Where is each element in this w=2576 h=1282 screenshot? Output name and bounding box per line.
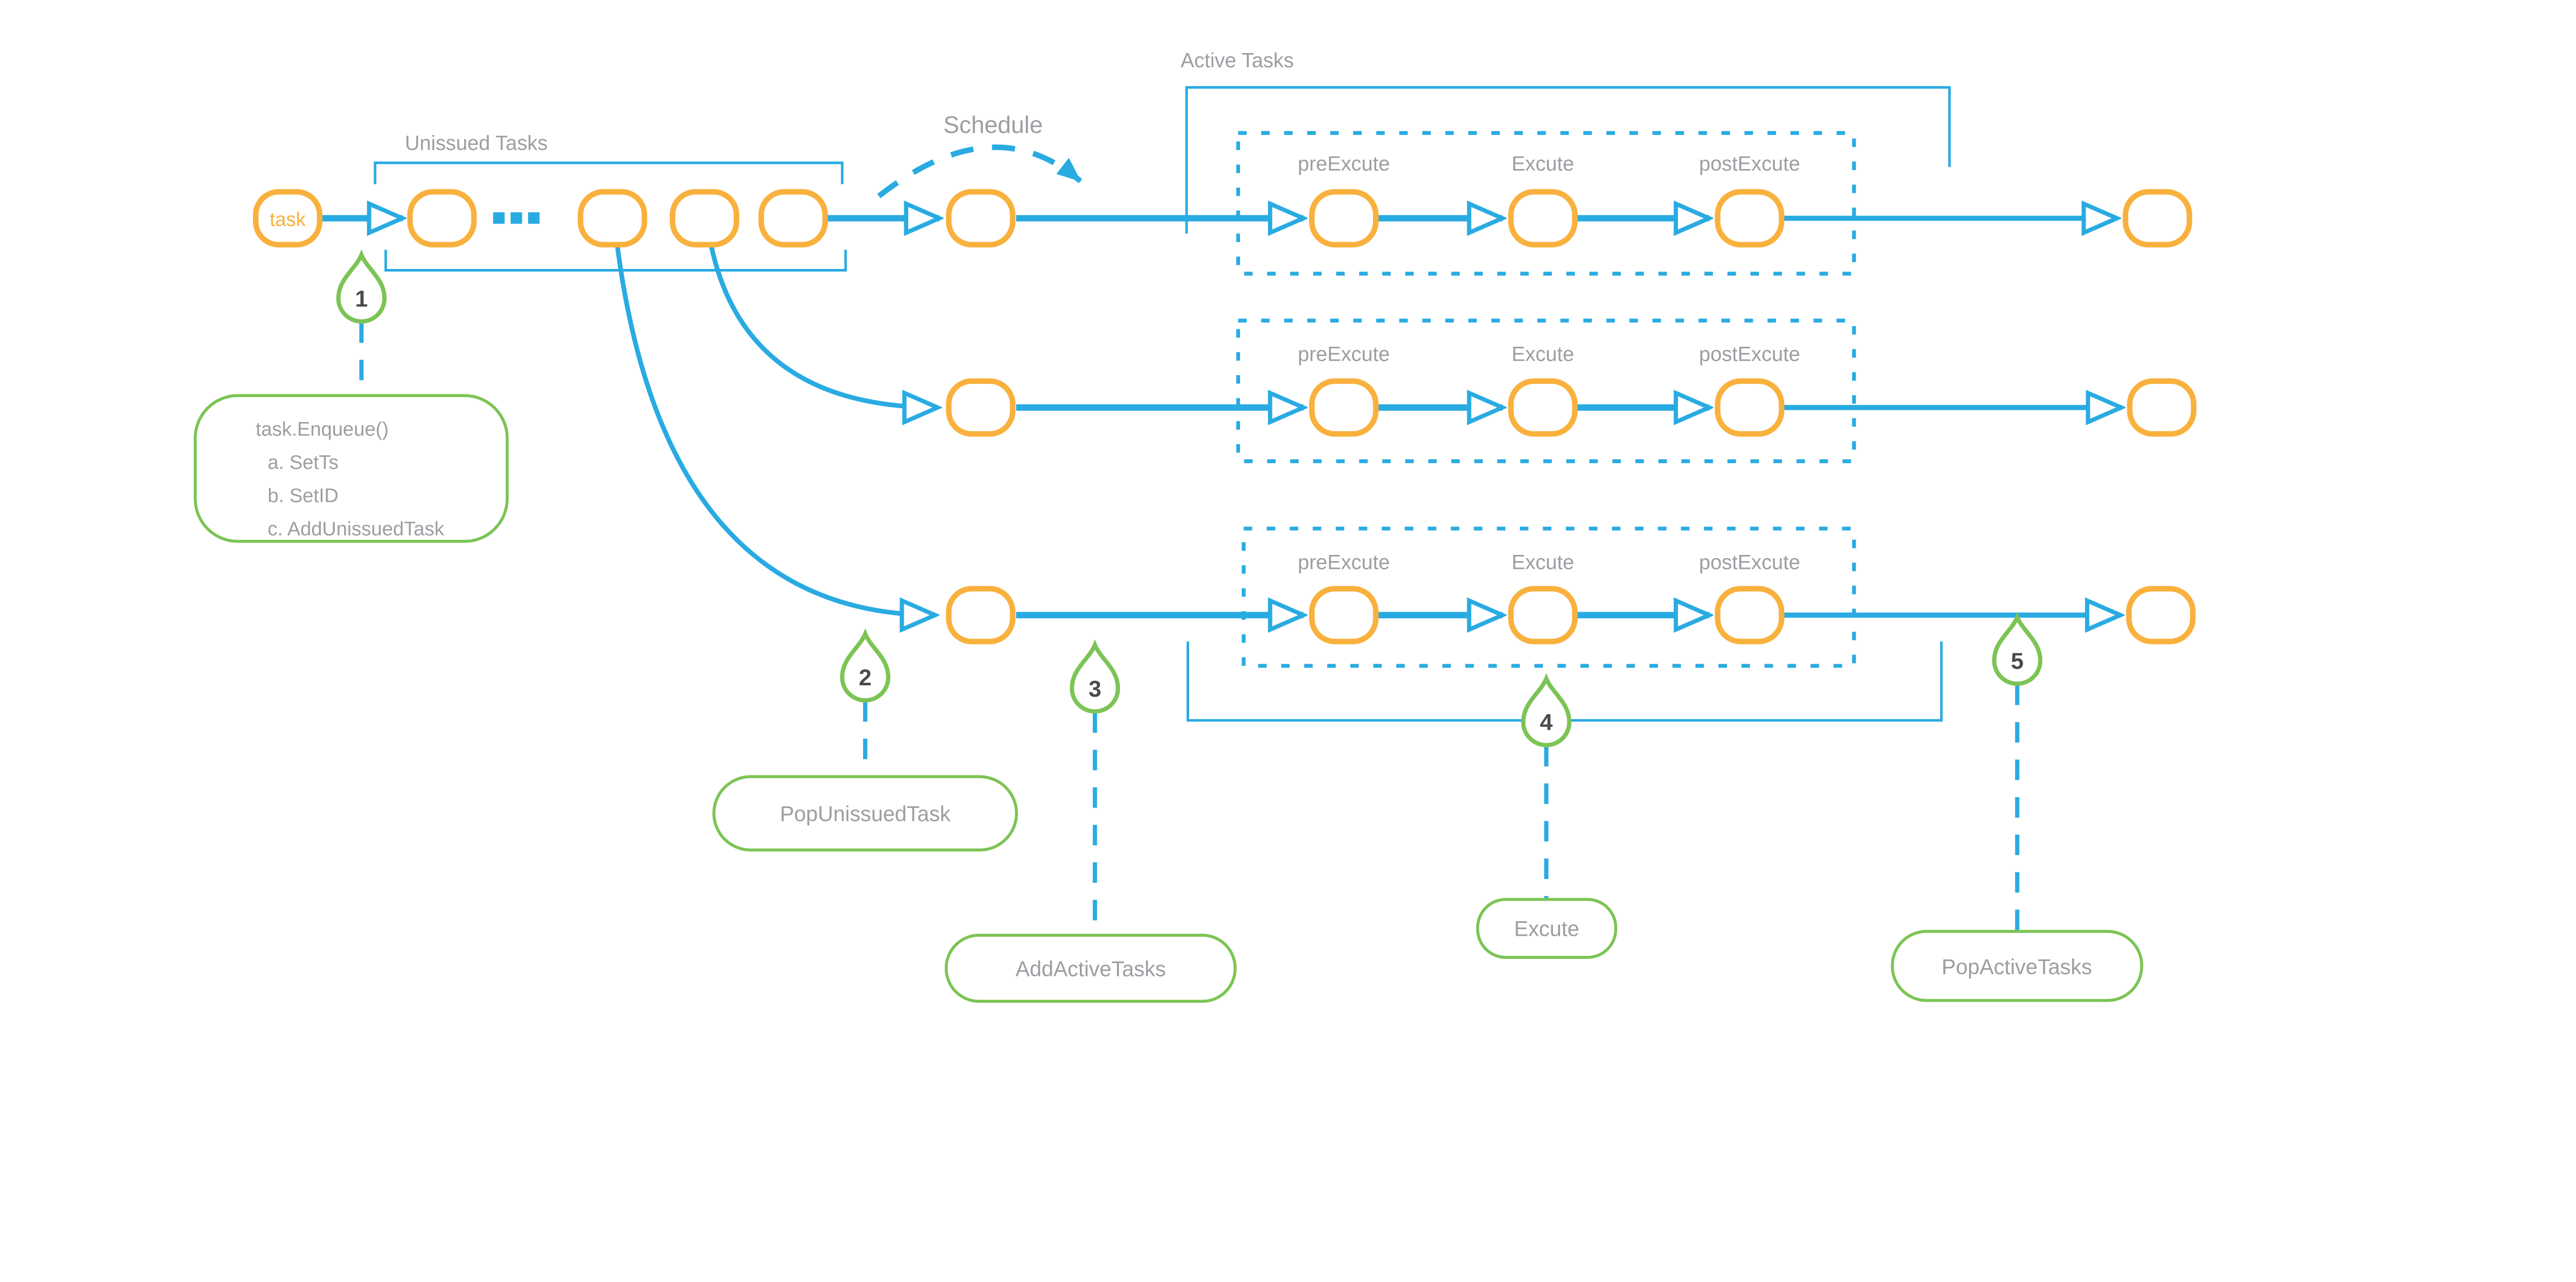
marker-2-number: 2 [859, 665, 872, 690]
arrow-queue-to-row3 [615, 244, 935, 615]
task-node-label: task [270, 209, 307, 230]
done-task-node-row2 [2127, 378, 2197, 437]
marker-1-pin [336, 249, 387, 324]
addactivetasks-note-box [944, 934, 1237, 1003]
scheduled-task-node-row2 [946, 378, 1015, 437]
unissued-tasks-label: Unissued Tasks [405, 132, 548, 155]
worker-box-row2 [1236, 318, 1856, 463]
excute-node-row2 [1508, 378, 1578, 437]
stage-label-preexcute-row1: preExcute [1298, 153, 1390, 175]
scheduled-task-node-row3 [946, 586, 1015, 645]
stage-label-preexcute-row3: preExcute [1298, 551, 1390, 573]
preexcute-node-row1 [1309, 189, 1379, 248]
marker-3-number: 3 [1089, 677, 1101, 702]
unissued-task-node-2 [578, 189, 648, 248]
stage-label-excute-row1: Excute [1512, 153, 1574, 175]
excute-node-row3 [1508, 586, 1578, 645]
marker-4-pin [1521, 673, 1572, 748]
stage-label-excute-row2: Excute [1512, 343, 1574, 366]
note-line-addunissuedtask: c. AddUnissuedTask [268, 518, 445, 540]
marker-2-pin [840, 628, 891, 703]
schedule-label: Schedule [943, 111, 1043, 138]
unissued-tasks-bracket-bottom [384, 249, 847, 272]
marker-4-number: 4 [1540, 710, 1553, 735]
preexcute-node-row2 [1309, 378, 1379, 437]
task-node [252, 189, 323, 248]
popactivetasks-note-box [1891, 930, 2143, 1002]
marker-5-pin [1992, 612, 2043, 686]
unissued-task-node-4 [758, 189, 828, 248]
marker-1-number: 1 [355, 286, 368, 312]
ellipsis-icon [493, 212, 540, 224]
stage-label-excute-row3: Excute [1512, 551, 1574, 573]
note-line-enqueue: task.Enqueue() [256, 418, 388, 440]
excute-note-box [1476, 898, 1618, 959]
stage-label-postexcute-row3: postExcute [1699, 551, 1800, 573]
excute-note-label: Excute [1514, 917, 1579, 941]
unissued-tasks-bracket-top [374, 161, 844, 184]
postexcute-node-row1 [1715, 189, 1785, 248]
stage-label-preexcute-row2: preExcute [1298, 343, 1390, 366]
popactivetasks-note-label: PopActiveTasks [1942, 955, 2092, 979]
unissued-task-node-3 [670, 189, 739, 248]
active-tasks-label: Active Tasks [1181, 49, 1294, 72]
worker-box-row3 [1242, 527, 1856, 668]
task-scheduler-diagram: Unissued Tasks Schedule Active Tasks pre… [193, 49, 2197, 1003]
stage-label-postexcute-row1: postExcute [1699, 153, 1800, 175]
popunissuedtask-note-box [712, 775, 1018, 852]
preexcute-node-row3 [1309, 586, 1379, 645]
marker-3-pin [1070, 639, 1121, 714]
active-tasks-bracket-top [1185, 86, 1951, 234]
excute-node-row1 [1508, 189, 1578, 248]
postexcute-node-row2 [1715, 378, 1785, 437]
done-task-node-row3 [2126, 586, 2196, 645]
postexcute-node-row3 [1715, 586, 1785, 645]
marker-5-number: 5 [2011, 649, 2024, 674]
unissued-task-node-1 [407, 189, 477, 248]
addactivetasks-note-label: AddActiveTasks [1015, 957, 1166, 981]
note-line-setts: a. SetTs [268, 452, 338, 474]
scheduled-task-node-row1 [946, 189, 1015, 248]
worker-box-row1 [1236, 131, 1856, 276]
diagram-svg: Unissued Tasks Schedule Active Tasks pre… [193, 49, 2197, 1003]
schedule-dashed-arrow [877, 144, 1082, 198]
done-task-node-row1 [2123, 189, 2193, 248]
stage-label-postexcute-row2: postExcute [1699, 343, 1800, 366]
arrow-queue-to-row2 [708, 244, 938, 408]
task-enqueue-note-box [193, 394, 509, 543]
note-line-setid: b. SetID [268, 485, 338, 507]
popunissuedtask-note-label: PopUnissuedTask [780, 802, 951, 825]
